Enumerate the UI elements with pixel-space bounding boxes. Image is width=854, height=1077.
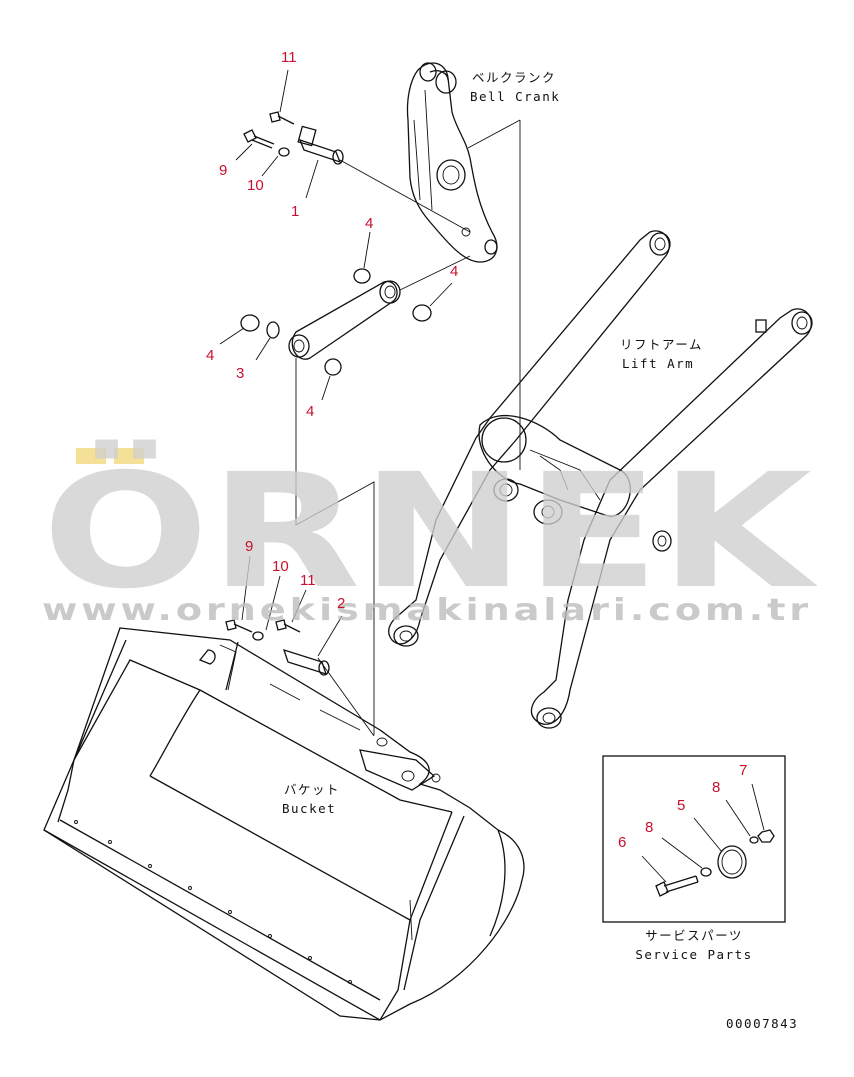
pin-2 bbox=[282, 648, 330, 676]
link-rod bbox=[288, 280, 401, 360]
link-axis bbox=[399, 255, 471, 291]
bell-crank-label-jp: ベルクランク bbox=[472, 70, 556, 85]
leader-11-bottom bbox=[291, 589, 307, 623]
bolt-11-top bbox=[269, 111, 295, 125]
nut-7 bbox=[757, 829, 775, 843]
leader-4-b bbox=[429, 282, 453, 307]
watermark-brand: ÖRNEK bbox=[42, 438, 819, 624]
watermark-accent-left bbox=[76, 448, 106, 464]
bolt-9-bottom bbox=[225, 619, 253, 633]
part-number-4-b: 4 bbox=[450, 263, 458, 280]
shim-4-b bbox=[412, 304, 432, 322]
watermark-accent-right bbox=[114, 448, 144, 464]
pin-1 bbox=[297, 125, 344, 165]
lift-arm bbox=[388, 230, 813, 729]
leader-8-right bbox=[725, 799, 751, 837]
part-number-10-top: 10 bbox=[247, 177, 264, 194]
leader-4-a bbox=[363, 231, 371, 269]
leader-10-bottom bbox=[265, 575, 281, 631]
part-number-1: 1 bbox=[291, 203, 299, 220]
leader-4-d bbox=[321, 375, 331, 401]
shim-4-c bbox=[240, 314, 260, 332]
shim-4-a bbox=[353, 268, 371, 284]
part-number-8-left: 8 bbox=[645, 819, 653, 836]
leader-4-c bbox=[219, 327, 245, 345]
lift-arm-label-jp: リフトアーム bbox=[620, 337, 703, 352]
leader-5 bbox=[693, 817, 723, 853]
part-number-4-c: 4 bbox=[206, 347, 214, 364]
lift-arm-label-en: Lift Arm bbox=[622, 356, 694, 371]
leader-1 bbox=[305, 159, 319, 199]
part-number-2: 2 bbox=[337, 595, 345, 612]
bell-crank-label-en: Bell Crank bbox=[470, 89, 560, 104]
pin-axis-top bbox=[339, 159, 471, 233]
part-number-10-bottom: 10 bbox=[272, 558, 289, 575]
pin-axis-bottom bbox=[317, 657, 375, 737]
part-number-4-a: 4 bbox=[365, 215, 373, 232]
service-parts-label-en: Service Parts bbox=[635, 947, 752, 962]
bolt-11-bottom bbox=[275, 619, 301, 633]
part-number-7: 7 bbox=[739, 762, 747, 779]
bolt-9-top bbox=[243, 129, 275, 149]
bolt-6 bbox=[655, 875, 699, 897]
leader-6 bbox=[641, 855, 667, 883]
part-number-4-d: 4 bbox=[306, 403, 314, 420]
shim-4-d bbox=[324, 358, 342, 376]
washer-8-left bbox=[700, 867, 712, 877]
part-number-6: 6 bbox=[618, 834, 626, 851]
leader-9-bottom bbox=[241, 555, 251, 621]
part-number-9-bottom: 9 bbox=[245, 538, 253, 555]
drawing-number: 00007843 bbox=[726, 1016, 798, 1031]
washer-10-bottom bbox=[252, 631, 264, 641]
leader-7 bbox=[751, 783, 765, 831]
bucket-label-jp: バケット bbox=[284, 782, 340, 797]
part-number-11-bottom: 11 bbox=[300, 572, 316, 589]
part-number-11-top: 11 bbox=[281, 49, 297, 66]
washer-8-right bbox=[749, 836, 759, 844]
part-number-3: 3 bbox=[236, 365, 244, 382]
leader-bell-crank bbox=[467, 119, 521, 149]
leader-10-top bbox=[261, 155, 279, 177]
leader-9-top bbox=[235, 143, 253, 161]
ring-5 bbox=[717, 845, 747, 879]
link-bucket-axis bbox=[295, 358, 375, 735]
watermark: ÖRNEK www.ornekismakinalari.com.tr bbox=[42, 438, 819, 628]
part-number-9-top: 9 bbox=[219, 162, 227, 179]
bucket-label-en: Bucket bbox=[282, 801, 336, 816]
watermark-url: www.ornekismakinalari.com.tr bbox=[42, 593, 812, 628]
washer-10-top bbox=[278, 147, 290, 157]
leader-11-top bbox=[279, 69, 289, 113]
part-number-8-right: 8 bbox=[712, 779, 720, 796]
service-parts-box bbox=[602, 755, 786, 923]
leader-2 bbox=[317, 615, 343, 657]
part-number-5: 5 bbox=[677, 797, 685, 814]
seal-3 bbox=[266, 321, 280, 339]
service-parts-label-jp: サービスパーツ bbox=[645, 928, 743, 943]
bucket bbox=[43, 627, 525, 1021]
leader-3 bbox=[255, 337, 271, 361]
leader-8-left bbox=[661, 837, 703, 869]
